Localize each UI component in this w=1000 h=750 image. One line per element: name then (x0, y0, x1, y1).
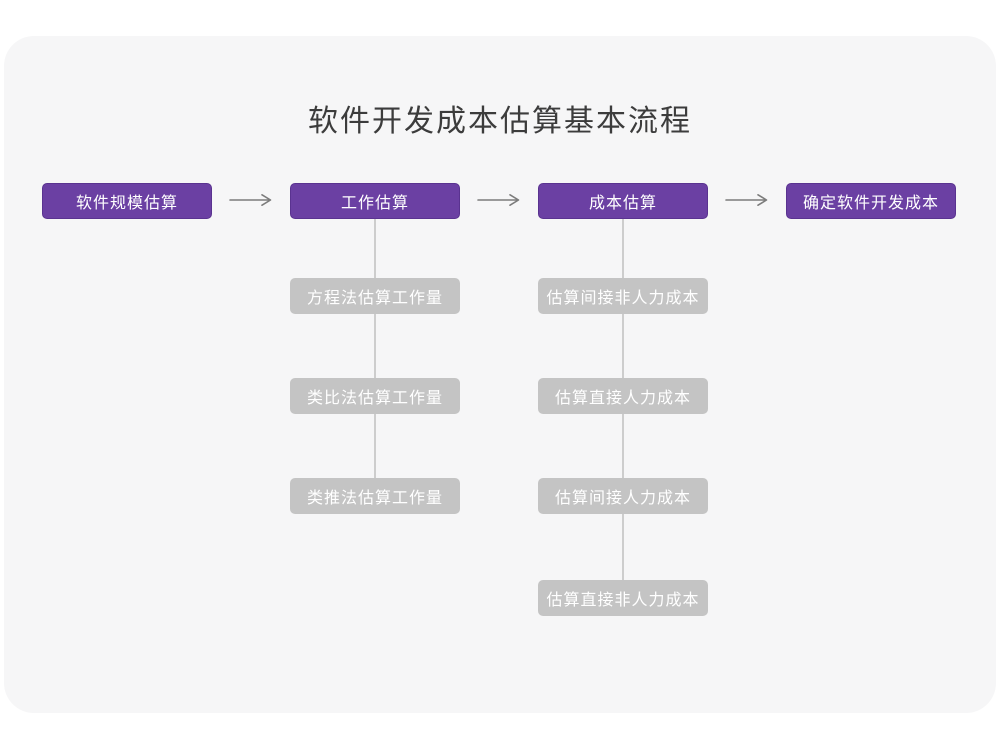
substep-direct-nonlabor-cost[interactable]: 估算直接非人力成本 (538, 580, 708, 616)
connector-line (622, 314, 624, 378)
substep-label: 方程法估算工作量 (306, 290, 443, 307)
page-title: 软件开发成本估算基本流程 (308, 105, 692, 138)
substep-analogy-method[interactable]: 类比法估算工作量 (290, 378, 460, 414)
substep-direct-labor-cost[interactable]: 估算直接人力成本 (538, 378, 708, 414)
connector-line (374, 314, 376, 378)
substep-label: 估算间接人力成本 (554, 490, 691, 507)
substep-label: 估算直接非人力成本 (546, 592, 700, 609)
connector-line (374, 414, 376, 478)
substep-extrapolation-method[interactable]: 类推法估算工作量 (290, 478, 460, 514)
connector-line (374, 219, 376, 278)
right-arrow-icon (725, 194, 768, 206)
substep-label: 类比法估算工作量 (306, 390, 443, 407)
right-arrow-icon (229, 194, 272, 206)
stage-label: 确定软件开发成本 (802, 195, 939, 212)
substep-indirect-labor-cost[interactable]: 估算间接人力成本 (538, 478, 708, 514)
substep-equation-method[interactable]: 方程法估算工作量 (290, 278, 460, 314)
stage-confirm-development-cost[interactable]: 确定软件开发成本 (786, 183, 956, 219)
connector-line (622, 219, 624, 278)
substep-label: 估算直接人力成本 (554, 390, 691, 407)
substep-label: 类推法估算工作量 (306, 490, 443, 507)
stage-label: 成本估算 (588, 195, 657, 212)
stage-work-estimation[interactable]: 工作估算 (290, 183, 460, 219)
substep-indirect-nonlabor-cost[interactable]: 估算间接非人力成本 (538, 278, 708, 314)
stage-label: 工作估算 (340, 195, 409, 212)
stage-cost-estimation[interactable]: 成本估算 (538, 183, 708, 219)
right-arrow-icon (477, 194, 520, 206)
diagram-card (4, 36, 996, 713)
stage-label: 软件规模估算 (75, 195, 178, 212)
connector-line (622, 514, 624, 580)
connector-line (622, 414, 624, 478)
stage-software-size-estimation[interactable]: 软件规模估算 (42, 183, 212, 219)
substep-label: 估算间接非人力成本 (546, 290, 700, 307)
